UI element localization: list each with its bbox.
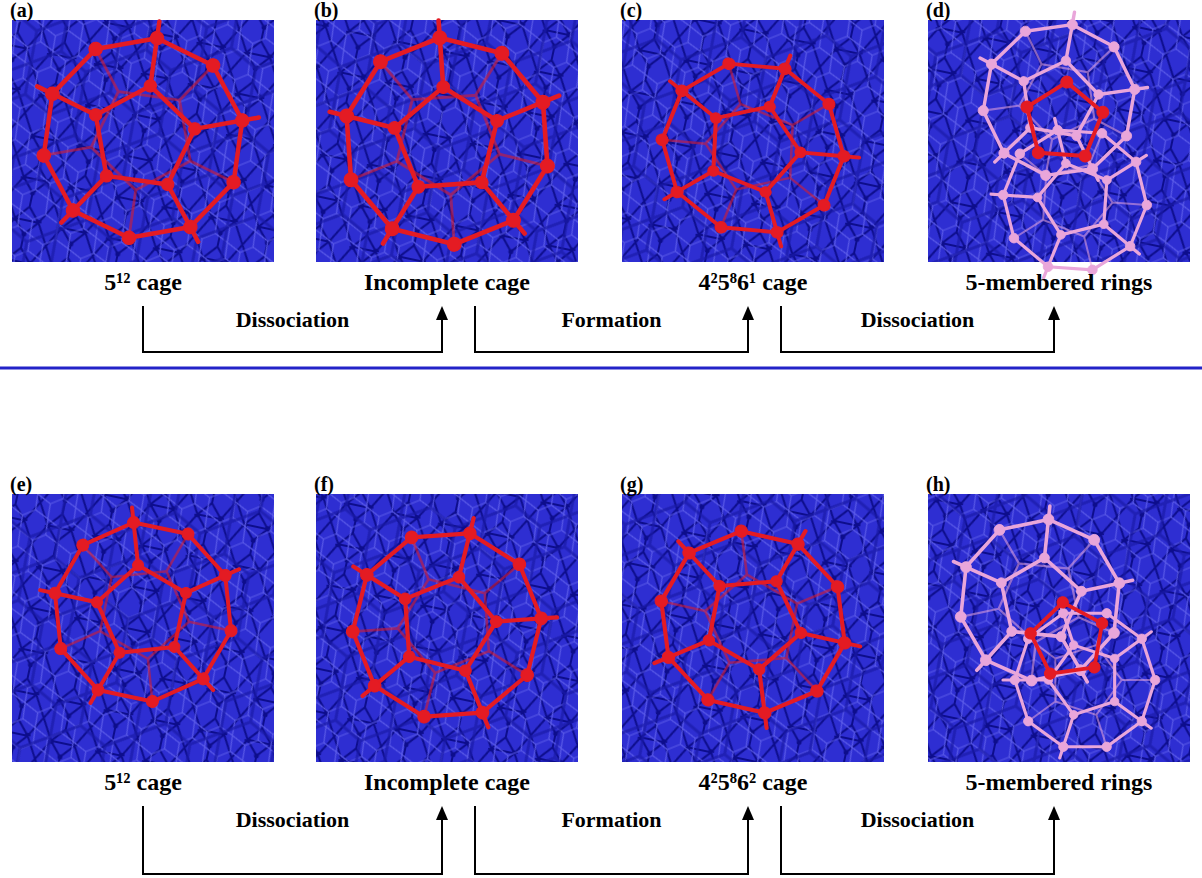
process-label: Formation: [558, 307, 664, 333]
pink-cage: [977, 99, 1171, 294]
bracket-line: [781, 306, 1054, 352]
panel-node: (a) 5¹² cage: [12, 2, 274, 296]
image-space: [12, 20, 274, 262]
arrow-head: [742, 306, 754, 320]
panel-letter: (b): [314, 0, 338, 20]
five-membered-ring: [1021, 591, 1115, 682]
bracket-line: [143, 306, 442, 352]
panel-node: (g) 4²5⁸6² cage: [622, 476, 884, 796]
panel-node: (f) Incomplete cage: [316, 476, 578, 796]
row-separator: [0, 367, 1202, 370]
panel-label: 5-membered rings: [928, 268, 1190, 296]
image-space: [928, 20, 1190, 262]
image-space: [316, 20, 578, 262]
cage-structure: [324, 13, 570, 260]
process-label: Dissociation: [858, 307, 978, 333]
arrow-head: [742, 806, 754, 820]
panel-node: (c) 4²5⁸6¹ cage: [622, 2, 884, 296]
cage-structure: [624, 17, 885, 270]
panel-node: (e) 5¹² cage: [12, 476, 274, 796]
cage-structure: [17, 6, 270, 260]
bracket-line: [475, 806, 748, 874]
panel-letter: (c): [620, 0, 642, 20]
bracket-line: [475, 306, 748, 352]
arrow-head: [1048, 306, 1060, 320]
process-label: Formation: [558, 807, 664, 833]
arrow-head: [436, 806, 448, 820]
panel-letter: (d): [926, 0, 950, 20]
process-label: Dissociation: [233, 807, 353, 833]
arrow-head: [436, 306, 448, 320]
image-space: [928, 494, 1190, 762]
panel-label: 5¹² cage: [12, 268, 274, 296]
bracket-arrow: [781, 806, 1060, 874]
bracket-arrow: [143, 306, 448, 352]
panel-letter: (f): [314, 474, 334, 494]
panel-label: Incomplete cage: [316, 268, 578, 296]
panel-label: 5¹² cage: [12, 768, 274, 796]
panel-letter: (h): [926, 474, 950, 494]
bracket-arrow: [781, 306, 1060, 352]
five-membered-ring: [1017, 73, 1111, 163]
image-space: [622, 494, 884, 762]
panel-node: (h) 5-membered rings: [928, 476, 1190, 796]
image-space: [316, 494, 578, 762]
panel-label: Incomplete cage: [316, 768, 578, 796]
panel-node: (d) 5-membered rings: [928, 2, 1190, 296]
image-space: [12, 494, 274, 762]
process-label: Dissociation: [233, 307, 353, 333]
cage-structure: [614, 479, 896, 758]
panel-label: 4²5⁸6¹ cage: [622, 268, 884, 296]
bracket-line: [781, 806, 1054, 874]
panel-node: (b) Incomplete cage: [316, 2, 578, 296]
pink-cage: [941, 497, 1139, 696]
image-space: [622, 20, 884, 262]
bracket-arrow: [475, 306, 754, 352]
network-panel: [12, 494, 1190, 762]
bracket-line: [143, 806, 442, 874]
pink-cage: [986, 578, 1183, 775]
panel-label: 4²5⁸6² cage: [622, 768, 884, 796]
bracket-arrow: [475, 806, 754, 874]
cage-structure: [33, 497, 253, 718]
panel-letter: (g): [620, 474, 643, 494]
panel-label: 5-membered rings: [928, 768, 1190, 796]
process-label: Dissociation: [858, 807, 978, 833]
panel-letter: (e): [10, 474, 32, 494]
arrow-head: [1048, 806, 1060, 820]
panel-letter: (a): [10, 0, 33, 20]
bracket-arrow: [143, 806, 448, 874]
cage-structure: [321, 493, 576, 749]
